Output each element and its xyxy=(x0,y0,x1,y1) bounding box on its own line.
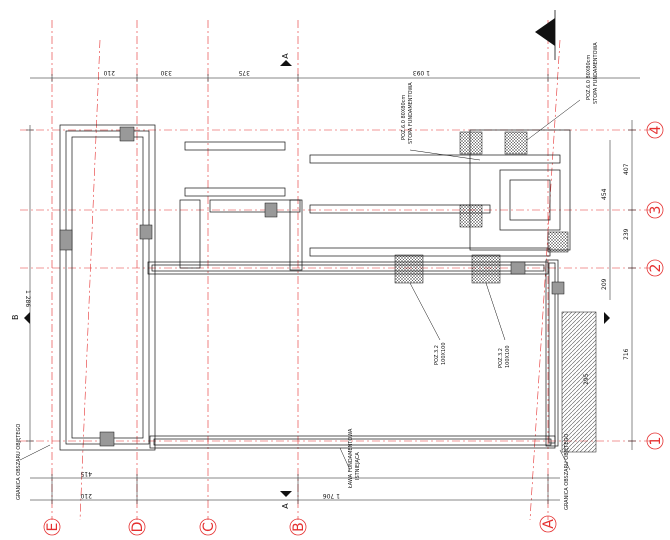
axis-label-c: C xyxy=(201,522,217,532)
note-right: GRANICA OBSZARU OBJĘTEGO xyxy=(564,434,570,510)
axis-label-e: E xyxy=(45,523,61,532)
dim-top-total: 1 093 xyxy=(413,69,430,76)
axis-label-3: 3 xyxy=(648,206,664,215)
section-mark-top: A xyxy=(281,53,290,59)
dimension-bottom xyxy=(30,474,560,504)
dim-bottom-415: 415 xyxy=(80,470,92,477)
dim-bottom-210: 210 xyxy=(80,492,92,499)
dim-top-1: 210 xyxy=(103,69,115,76)
label-stopa-top-sub: STOPA FUNDAMENTOWA xyxy=(593,42,599,104)
section-marks: A A B xyxy=(11,53,610,509)
label-poz32-a: POZ.3.2 xyxy=(434,345,440,365)
axis-label-d: D xyxy=(130,522,146,533)
label-stopa-mid-sub: STOPA FUNDAMENTOWA xyxy=(408,82,414,144)
column-footings xyxy=(59,126,569,447)
note-left: GRANICA OBSZARU OBJĘTEGO xyxy=(16,424,22,500)
leader-lines xyxy=(19,99,581,471)
dim-right-407: 407 xyxy=(623,163,630,175)
label-stopa-top: POZ.6.0 80X80cm xyxy=(586,55,592,100)
dimension-top xyxy=(30,74,640,82)
dim-right-239: 239 xyxy=(623,228,630,240)
north-arrow-icon xyxy=(535,10,556,60)
dim-right-454: 454 xyxy=(601,188,608,200)
axis-label-2: 2 xyxy=(648,264,664,273)
axis-label-4: 4 xyxy=(648,125,664,134)
axis-number-labels: 4 3 2 1 xyxy=(646,121,664,450)
dim-top-3: 375 xyxy=(238,69,250,76)
dim-right-716: 716 xyxy=(623,348,630,360)
dimension-right xyxy=(609,120,636,450)
dim-right-209: 209 xyxy=(601,278,608,290)
label-poz32-a-size: 100X100 xyxy=(441,342,447,365)
axis-label-1: 1 xyxy=(648,437,664,446)
label-lawa-sub: ISTNIEJĄCA xyxy=(355,452,361,480)
label-poz32-b: POZ.3.2 xyxy=(498,348,504,368)
foundation-walls xyxy=(59,124,571,451)
axis-lines-vertical xyxy=(51,20,561,521)
dim-top-2: 330 xyxy=(160,69,172,76)
existing-building-hatch xyxy=(561,311,597,453)
axis-label-b: B xyxy=(291,522,307,532)
section-mark-left: B xyxy=(11,315,20,321)
dim-bottom-total: 1 706 xyxy=(323,492,340,499)
axis-letter-labels: E D C B A xyxy=(43,515,557,536)
label-lawa-title: ŁAWA FUNDAMENTOWA xyxy=(348,428,354,489)
axis-label-a: A xyxy=(541,519,557,529)
label-stopa-mid: POZ.6.0 80X80cm xyxy=(401,95,407,140)
dimension-left xyxy=(26,125,34,450)
label-poz32-b-size: 100X100 xyxy=(505,345,511,368)
section-mark-bottom: A xyxy=(281,503,290,509)
dim-left-total: 1 286 xyxy=(24,290,31,307)
